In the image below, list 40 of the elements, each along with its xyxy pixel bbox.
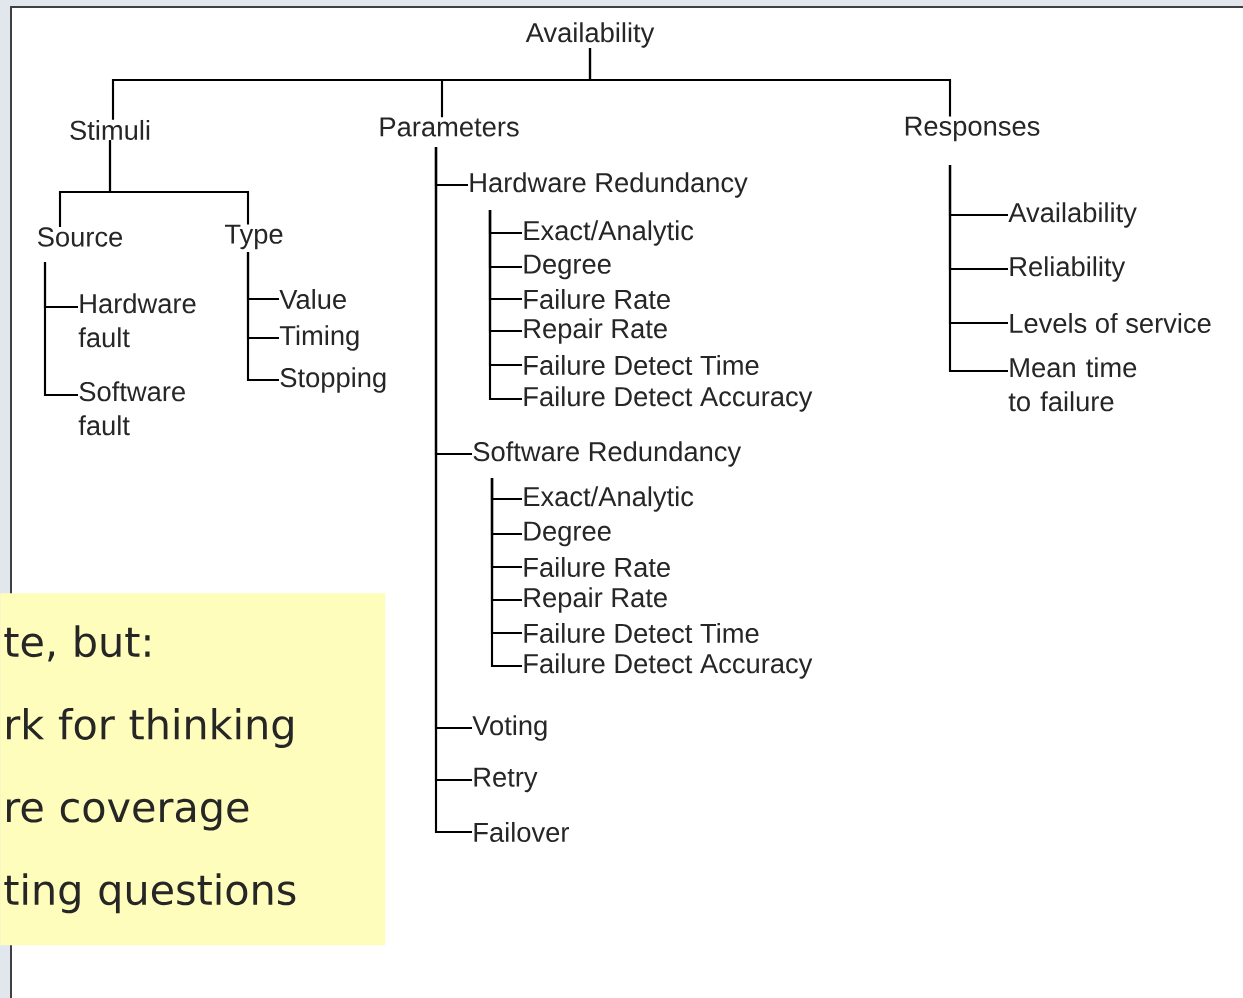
- tree-label: Failover: [474, 821, 569, 843]
- tree-connector: [43, 262, 78, 397]
- tree-label: Repair Rate: [524, 318, 667, 344]
- tree-label: Mean time to failure: [1008, 357, 1137, 412]
- tree-label: Responses: [905, 116, 1040, 142]
- tree-label: Failure Detect Time: [524, 354, 759, 376]
- tree-label: Failure Detect Time: [524, 622, 759, 644]
- tree-label: Timing: [279, 325, 359, 351]
- tree-label: Levels of service: [1010, 312, 1211, 334]
- tree-connector: [490, 478, 522, 668]
- tree-label: Availability: [1008, 202, 1137, 228]
- tree-label: Source: [37, 227, 123, 247]
- tree-label: Parameters: [380, 117, 519, 137]
- tree-label: Voting: [472, 715, 547, 741]
- tree-label: Hardware Redundancy: [470, 172, 748, 198]
- tree-label: Stimuli: [70, 119, 150, 141]
- tree-label: Exact/Analytic: [524, 486, 694, 512]
- tree-label: Failure Detect Accuracy: [524, 386, 813, 412]
- tree-connector: [588, 48, 952, 117]
- tree-label: Failure Rate: [524, 556, 670, 578]
- tree-label: Hardware fault: [78, 293, 196, 348]
- tree-label: Software fault: [78, 381, 185, 436]
- tree-connector: [246, 252, 279, 382]
- tree-label: Software Redundancy: [473, 441, 742, 467]
- tree-label: Exact/Analytic: [524, 220, 694, 246]
- tree-label: Degree: [524, 254, 611, 280]
- tree-connector: [948, 165, 1008, 373]
- tree-connector: [108, 140, 250, 225]
- tree-label: Degree: [524, 521, 611, 547]
- callout-box: te, but: rk for thinking re coverage ting questions: [0, 593, 386, 946]
- tree-label: Reliability: [1010, 256, 1126, 282]
- tree-label: Value: [279, 288, 346, 310]
- tree-label: Type: [225, 224, 283, 250]
- tree-label: Availability: [525, 22, 655, 48]
- tree-connector: [488, 210, 522, 401]
- tree-label: Repair Rate: [524, 587, 667, 613]
- tree-label: Failure Detect Accuracy: [524, 653, 813, 679]
- tree-label: Retry: [474, 767, 538, 793]
- tree-label: Failure Rate: [524, 288, 670, 310]
- tree-label: Stopping: [280, 367, 386, 393]
